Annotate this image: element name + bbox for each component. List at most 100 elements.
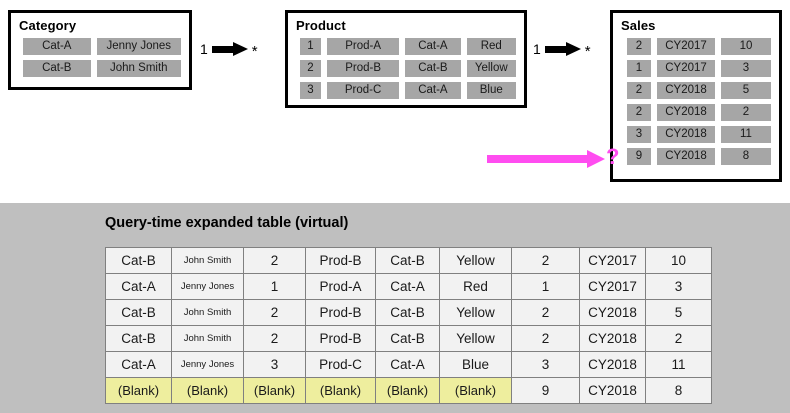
cell-owner-name: John Smith (171, 299, 244, 326)
cell-product-key: 2 (243, 299, 306, 326)
entity-title-product: Product (296, 18, 346, 33)
cardinality-one-label: 1 (200, 41, 208, 57)
cell-product-category: Cat-B (375, 247, 440, 274)
cell-sales-product-id: 2 (627, 104, 651, 121)
cell-sales-product-id: 2 (511, 247, 580, 274)
data-model-diagram: Category Cat-A Jenny Jones Cat-B John Sm… (0, 0, 790, 203)
cell-category-name: John Smith (96, 60, 181, 77)
cell-product-color-blank: (Blank) (439, 377, 512, 404)
cell-category: Cat-A (105, 273, 172, 300)
entity-title-sales: Sales (621, 18, 656, 33)
cardinality-many-label: * (251, 42, 258, 60)
cell-sales-product-id: 1 (627, 60, 651, 77)
entity-box-sales[interactable]: Sales 2 CY2017 10 1 CY2017 3 2 CY2018 5 … (610, 10, 782, 182)
cell-product-category: Cat-A (375, 273, 440, 300)
table-row-blank: (Blank) (Blank) (Blank) (Blank) (Blank) … (105, 377, 712, 404)
cell-category: Cat-B (105, 247, 172, 274)
cell-product-key: 3 (243, 351, 306, 378)
entity-row: 2 Prod-B Cat-B Yellow (300, 60, 516, 77)
cell-sales-product-id: 9 (511, 377, 580, 404)
cell-sales-amount: 10 (645, 247, 712, 274)
expanded-table-title: Query-time expanded table (virtual) (105, 215, 349, 231)
cell-product-name: Prod-B (305, 325, 376, 352)
cell-sales-year: CY2018 (657, 148, 715, 165)
entity-box-product[interactable]: Product 1 Prod-A Cat-A Red 2 Prod-B Cat-… (285, 10, 527, 108)
cell-sales-amount: 8 (645, 377, 712, 404)
cell-sales-year: CY2018 (657, 82, 715, 99)
cell-sales-amount: 2 (721, 104, 771, 121)
cell-owner-name: Jenny Jones (171, 273, 244, 300)
cell-sales-year: CY2017 (657, 38, 715, 55)
cell-product-key-blank: (Blank) (243, 377, 306, 404)
entity-rows-sales: 2 CY2017 10 1 CY2017 3 2 CY2018 5 2 CY20… (613, 38, 779, 165)
cell-sales-year: CY2018 (657, 104, 715, 121)
table-row: Cat-A Jenny Jones 3 Prod-C Cat-A Blue 3 … (105, 351, 712, 378)
entity-row: 1 CY2017 3 (627, 60, 771, 77)
cardinality-many-label: * (584, 42, 591, 60)
relationship-arrow-icon (211, 42, 248, 56)
cell-sales-amount: 3 (721, 60, 771, 77)
cell-category: Cat-A (105, 351, 172, 378)
cell-product-key: 1 (243, 273, 306, 300)
entity-box-category[interactable]: Category Cat-A Jenny Jones Cat-B John Sm… (8, 10, 192, 90)
cell-category: Cat-B (105, 299, 172, 326)
entity-rows-category: Cat-A Jenny Jones Cat-B John Smith (11, 38, 189, 77)
relationship-arrow-icon (544, 42, 581, 56)
cell-sales-year: CY2018 (579, 351, 646, 378)
cell-product-category: Cat-B (375, 299, 440, 326)
cell-sales-product-id: 2 (627, 38, 651, 55)
cell-owner-name: John Smith (171, 247, 244, 274)
cell-owner-name: John Smith (171, 325, 244, 352)
cell-product-category: Cat-A (375, 351, 440, 378)
cell-product-color: Yellow (439, 247, 512, 274)
cell-product-name: Prod-C (326, 82, 400, 99)
cell-sales-product-id: 2 (511, 299, 580, 326)
cell-sales-amount: 11 (721, 126, 771, 143)
cell-product-name: Prod-C (305, 351, 376, 378)
expanded-table-panel: Query-time expanded table (virtual) Cat-… (0, 203, 790, 413)
table-row: Cat-B John Smith 2 Prod-B Cat-B Yellow 2… (105, 247, 712, 274)
cell-sales-product-id: 9 (627, 148, 651, 165)
highlight-arrow-icon (487, 150, 605, 168)
cell-category-blank: (Blank) (105, 377, 172, 404)
cell-sales-amount: 5 (645, 299, 712, 326)
cell-sales-product-id: 3 (511, 351, 580, 378)
question-mark-marker: ? (606, 144, 620, 169)
cell-sales-year: CY2017 (579, 247, 646, 274)
cell-sales-product-id: 3 (627, 126, 651, 143)
relationship-category-product: 1 * (200, 38, 258, 60)
cell-product-id: 1 (300, 38, 321, 55)
entity-row-orphan: 9 CY2018 8 (627, 148, 771, 165)
cell-sales-amount: 2 (645, 325, 712, 352)
entity-title-category: Category (19, 18, 77, 33)
cell-product-category: Cat-A (405, 38, 461, 55)
entity-row: Cat-B John Smith (23, 60, 181, 77)
cell-owner-name-blank: (Blank) (171, 377, 244, 404)
entity-row: 2 CY2018 5 (627, 82, 771, 99)
cell-product-name: Prod-A (326, 38, 400, 55)
cell-sales-product-id: 2 (511, 325, 580, 352)
cell-category-key: Cat-B (23, 60, 91, 77)
cell-product-name: Prod-B (305, 299, 376, 326)
cell-product-id: 2 (300, 60, 321, 77)
cell-sales-amount: 3 (645, 273, 712, 300)
table-row: Cat-B John Smith 2 Prod-B Cat-B Yellow 2… (105, 299, 712, 326)
cell-product-name: Prod-B (326, 60, 400, 77)
cell-product-color: Yellow (439, 325, 512, 352)
cell-category-name: Jenny Jones (96, 38, 181, 55)
cell-product-color: Red (466, 38, 516, 55)
cell-category-key: Cat-A (23, 38, 91, 55)
cell-sales-amount: 5 (721, 82, 771, 99)
cell-sales-product-id: 2 (627, 82, 651, 99)
cell-sales-amount: 10 (721, 38, 771, 55)
cell-sales-amount: 8 (721, 148, 771, 165)
cell-product-key: 2 (243, 247, 306, 274)
entity-row: 1 Prod-A Cat-A Red (300, 38, 516, 55)
cell-sales-year: CY2017 (579, 273, 646, 300)
table-row: Cat-B John Smith 2 Prod-B Cat-B Yellow 2… (105, 325, 712, 352)
entity-row: Cat-A Jenny Jones (23, 38, 181, 55)
cell-product-key: 2 (243, 325, 306, 352)
cell-product-category: Cat-B (375, 325, 440, 352)
cell-product-category: Cat-B (405, 60, 461, 77)
entity-row: 3 Prod-C Cat-A Blue (300, 82, 516, 99)
